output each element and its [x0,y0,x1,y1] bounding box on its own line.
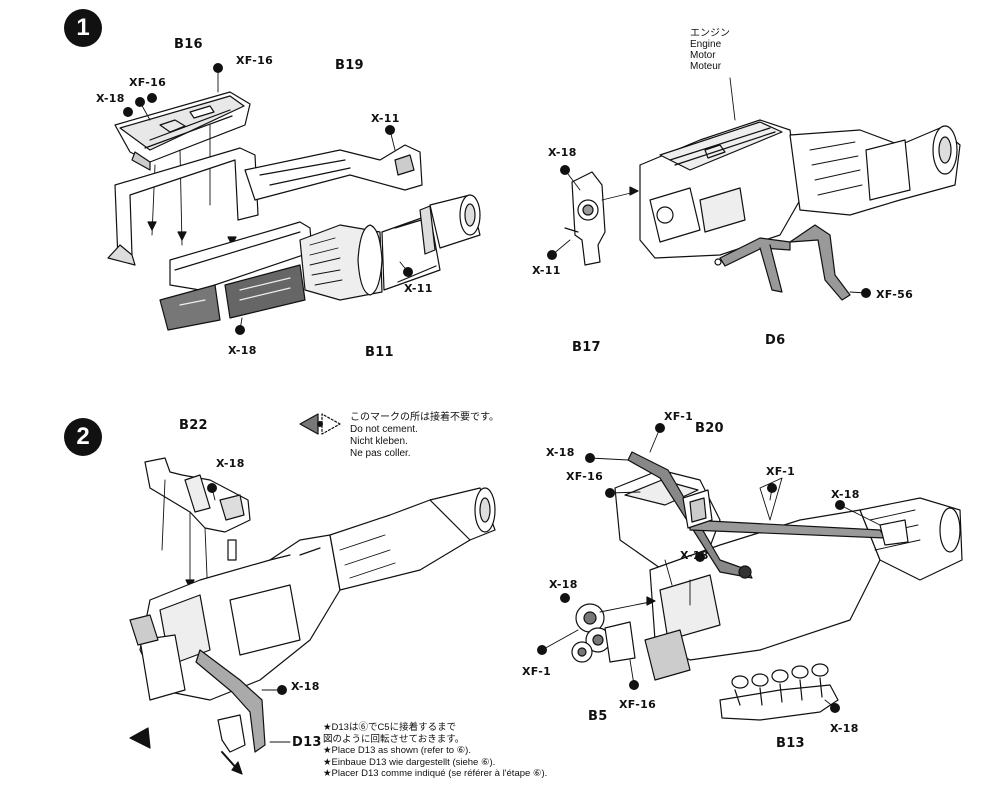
engine-caption: エンジン Engine Motor Moteur [690,28,730,72]
engine-caption-fr: Moteur [690,61,722,72]
step2-engine-drawing [129,487,496,701]
label-xf1-c: XF-1 [522,665,552,678]
label-xf1-a: XF-1 [664,410,694,423]
label-x18-h: X-18 [680,549,709,562]
label-xf16-d: XF-16 [619,698,657,711]
label-b17: B17 [572,340,601,355]
label-d13: D13 [292,735,322,750]
step1-left-assembly [107,63,481,335]
label-b22: B22 [179,418,208,433]
part-b19-drawing [107,144,423,331]
engine-caption-en: Engine [690,39,722,50]
part-b16-drawing [114,91,251,171]
step1-right-assembly [547,77,961,301]
part-b22-drawing [144,457,251,533]
do-not-cement-text: このマークの所は接着不要です。 Do not cement. Nicht kle… [350,412,499,460]
label-d6: D6 [765,333,786,348]
step-2-badge: 2 [64,418,102,456]
part-b5-drawing [571,603,636,663]
d13-placement-note: ★D13は⑥でC5に接着するまで 図のように回転させておきます。 ★Place … [323,722,547,780]
label-b20: B20 [695,421,724,436]
do-not-cement-icon [299,413,341,435]
note-fr: ★Placer D13 comme indiqué (se référer à … [323,768,548,779]
label-b5: B5 [588,709,608,724]
label-x11-c: X-11 [532,264,561,277]
step2-right-engine-drawing [614,469,963,681]
label-x18-b: X-18 [228,344,257,357]
label-x11-a: X-11 [371,112,400,125]
label-b19: B19 [335,58,364,73]
legend-fr: Ne pas coller. [350,448,411,459]
label-x18-f: X-18 [546,446,575,459]
label-xf1-b: XF-1 [766,465,796,478]
note-jp-2: 図のように回転させておきます。 [323,733,465,745]
part-b17-drawing [564,171,606,266]
engine-caption-de: Motor [690,50,716,61]
part-b13-drawing [719,663,839,721]
label-x18-g: X-18 [831,488,860,501]
label-x18-e: X-18 [291,680,320,693]
legend-en: Do not cement. [350,424,418,435]
label-x18-c: X-18 [548,146,577,159]
label-xf16-a: XF-16 [129,76,167,89]
step2-right-assembly [537,423,963,721]
label-x18-i: X-18 [549,578,578,591]
note-en: ★Place D13 as shown (refer to ⑥). [323,745,471,756]
label-x18-j: X-18 [830,722,859,735]
part-b11-drawing [299,194,481,301]
engine-drawing [639,119,961,259]
label-b16: B16 [174,37,203,52]
legend-de: Nicht kleben. [350,436,408,447]
legend-jp: このマークの所は接着不要です。 [350,412,499,423]
part-d13-drawing [195,649,266,753]
label-xf16-c: XF-16 [566,470,604,483]
step-1-badge: 1 [64,9,102,47]
label-b11: B11 [365,345,394,360]
label-xf56: XF-56 [876,288,914,301]
engine-caption-jp: エンジン [690,28,730,39]
label-x18-a: X-18 [96,92,125,105]
part-b20-drawing [627,451,909,579]
note-jp-1: ★D13は⑥でC5に接着するまで [323,722,457,733]
label-x18-d: X-18 [216,457,245,470]
part-d6-drawing [714,224,851,301]
label-b13: B13 [776,736,805,751]
label-x11-b: X-11 [404,282,433,295]
note-de: ★Einbaue D13 wie dargestellt (siehe ⑥). [323,756,496,768]
label-xf16-b: XF-16 [236,54,274,67]
step2-left-assembly [129,457,496,775]
